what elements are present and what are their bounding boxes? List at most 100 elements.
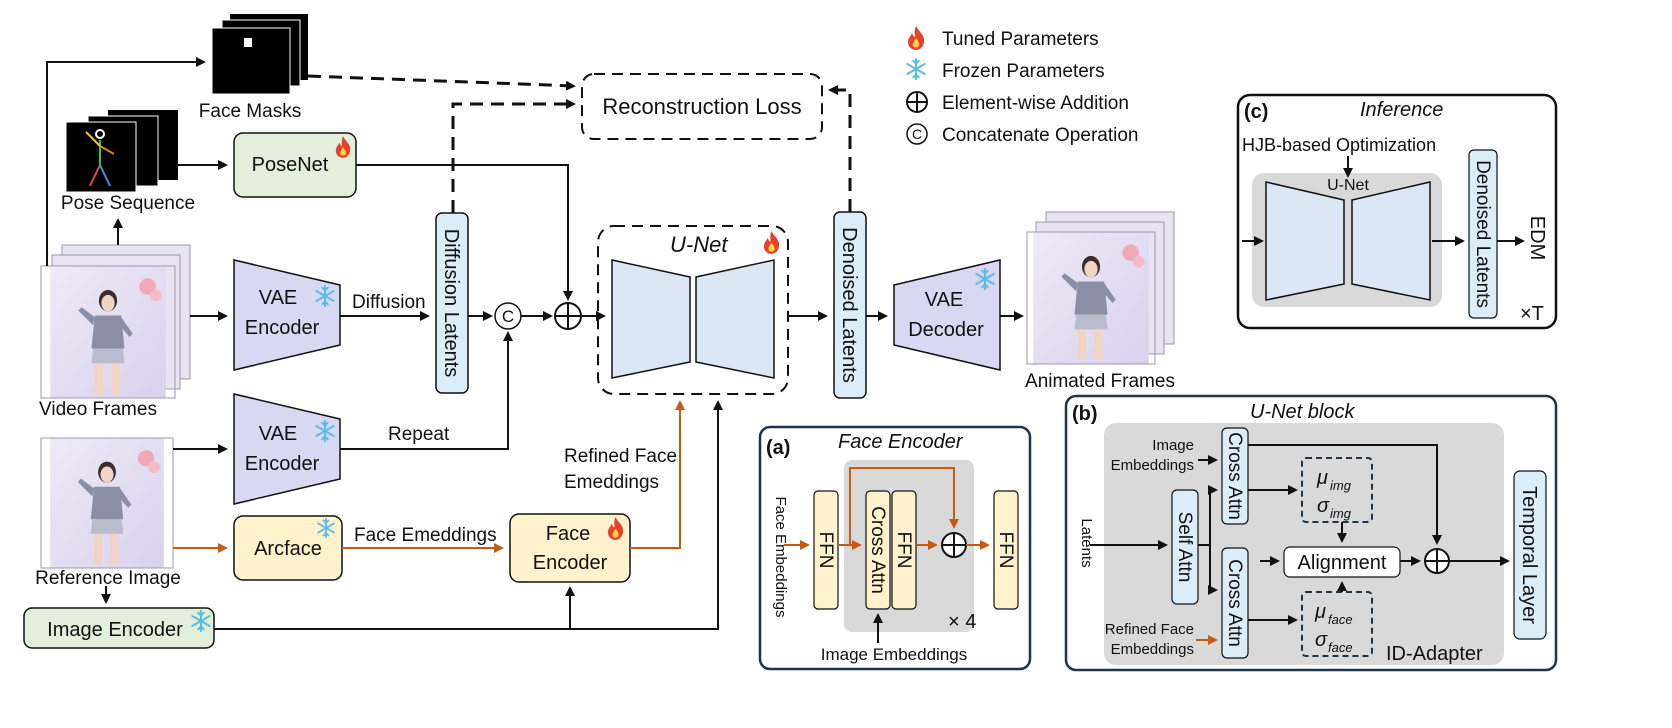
face-encoder-block: Face Encoder <box>509 513 631 583</box>
face-emeddings-label: Face Emeddings <box>354 525 497 546</box>
svg-text:FFN: FFN <box>893 532 914 569</box>
cross-attn-face <box>1221 547 1249 659</box>
svg-text:Cross Attn: Cross Attn <box>867 506 888 594</box>
svg-text:Temporal Layer: Temporal Layer <box>1518 486 1540 624</box>
svg-text:VAE: VAE <box>925 289 964 311</box>
svg-text:Latents: Latents <box>1078 518 1095 567</box>
svg-text:Diffusion Latents: Diffusion Latents <box>440 229 462 378</box>
snowflake-icon <box>906 58 926 80</box>
face-embeddings-input-label: Face Embeddings <box>772 497 789 618</box>
legend: Tuned Parameters Frozen Parameters Eleme… <box>906 26 1138 146</box>
vae-encoder-video: VAE Encoder <box>233 259 341 371</box>
denoised-latents-c <box>1468 149 1498 319</box>
animated-frames-stack <box>1026 211 1175 365</box>
svg-text:U-Net block: U-Net block <box>1250 401 1355 423</box>
svg-text:HJB-based Optimization: HJB-based Optimization <box>1242 135 1436 155</box>
svg-text:Encoder: Encoder <box>245 453 320 475</box>
svg-text:Encoder: Encoder <box>533 552 608 574</box>
svg-text:C: C <box>912 126 922 142</box>
svg-text:PoseNet: PoseNet <box>252 154 329 176</box>
svg-text:FFN: FFN <box>995 532 1016 569</box>
add-node <box>554 302 582 330</box>
add-node-b <box>1424 548 1450 574</box>
temporal-layer <box>1513 470 1547 640</box>
legend-concat: Concatenate Operation <box>942 125 1138 146</box>
svg-text:Alignment: Alignment <box>1298 552 1387 574</box>
svg-text:EDM: EDM <box>1526 216 1548 260</box>
animated-frames-label: Animated Frames <box>1025 371 1175 392</box>
svg-text:Self Attn: Self Attn <box>1174 512 1195 583</box>
svg-text:U-Net: U-Net <box>1327 177 1369 194</box>
svg-text:U-Net: U-Net <box>670 232 728 257</box>
video-frames-stack <box>40 244 191 399</box>
reference-image-label: Reference Image <box>35 568 181 589</box>
face-masks-stack <box>211 14 308 95</box>
vae-encoder-reference: VAE Encoder <box>233 393 341 505</box>
face-masks-label: Face Masks <box>199 101 301 122</box>
repeat-edge-label: Repeat <box>388 424 450 445</box>
panel-c-inference: (c) Inference HJB-based Optimization U-N… <box>1236 93 1558 330</box>
svg-text:× 4: × 4 <box>948 611 976 633</box>
svg-text:Image: Image <box>1152 437 1194 454</box>
svg-text:C: C <box>502 307 514 326</box>
pose-sequence-label: Pose Sequence <box>61 193 195 214</box>
svg-text:face: face <box>1328 640 1353 655</box>
legend-tuned: Tuned Parameters <box>942 29 1099 50</box>
svg-text:Image Encoder: Image Encoder <box>47 619 183 641</box>
unet-main: U-Net <box>597 225 789 395</box>
posenet-block: PoseNet <box>233 132 357 198</box>
ffn-1 <box>813 490 839 610</box>
image-encoder-block: Image Encoder <box>23 607 215 649</box>
svg-text:img: img <box>1330 478 1352 493</box>
svg-text:Decoder: Decoder <box>908 319 984 341</box>
ffn-2 <box>891 490 917 610</box>
svg-text:Arcface: Arcface <box>254 538 322 560</box>
legend-frozen: Frozen Parameters <box>942 61 1105 82</box>
cross-attn-a <box>865 490 891 610</box>
svg-text:σ: σ <box>1315 629 1328 651</box>
svg-text:Image Embeddings: Image Embeddings <box>821 645 967 664</box>
stats-face: μ face σ face <box>1301 591 1373 657</box>
refined-face-label-2: Emeddings <box>564 472 659 493</box>
svg-text:×T: ×T <box>1520 303 1544 325</box>
denoised-latents-block: Denoised Latents <box>833 211 867 399</box>
svg-text:Embeddings: Embeddings <box>1111 457 1194 474</box>
svg-text:Cross Attn: Cross Attn <box>1224 432 1245 520</box>
svg-text:Face Encoder: Face Encoder <box>838 431 964 453</box>
svg-text:FFN: FFN <box>815 532 836 569</box>
flame-icon <box>908 26 925 50</box>
svg-text:img: img <box>1330 506 1352 521</box>
svg-text:VAE: VAE <box>259 423 298 445</box>
svg-text:μ: μ <box>1316 467 1328 489</box>
self-attn <box>1171 489 1199 605</box>
concat-node: C <box>494 302 522 330</box>
pose-sequence-stack <box>65 110 178 193</box>
concat-icon <box>906 123 928 145</box>
svg-text:Reconstruction Loss: Reconstruction Loss <box>602 94 801 119</box>
svg-text:Denoised Latents: Denoised Latents <box>1472 160 1493 308</box>
arcface-block: Arcface <box>233 515 343 581</box>
vae-decoder: VAE Decoder <box>893 259 1001 371</box>
svg-text:μ: μ <box>1314 601 1326 623</box>
diffusion-latents-block: Diffusion Latents <box>435 212 469 394</box>
video-frames-label: Video Frames <box>39 399 157 420</box>
svg-text:Embeddings: Embeddings <box>1111 641 1194 658</box>
panel-b-unet-block: (b) U-Net block Image Embeddings Latents… <box>1064 394 1558 672</box>
svg-text:σ: σ <box>1317 495 1330 517</box>
panel-a-face-encoder: (a) Face Encoder Face Embeddings FFN Cro… <box>758 425 1032 671</box>
svg-text:(a): (a) <box>766 437 790 459</box>
svg-text:(b): (b) <box>1072 403 1098 425</box>
diffusion-edge-label: Diffusion <box>352 292 426 313</box>
svg-text:face: face <box>1328 612 1353 627</box>
stats-img: μ img σ img <box>1301 457 1373 523</box>
ffn-3 <box>993 490 1019 610</box>
add-node-a <box>941 532 967 558</box>
svg-text:Inference: Inference <box>1360 99 1443 121</box>
svg-text:Refined Face: Refined Face <box>1105 621 1194 638</box>
refined-face-label: Refined Face <box>564 446 677 467</box>
reconstruction-loss-block: Reconstruction Loss <box>581 73 823 140</box>
svg-text:VAE: VAE <box>259 287 298 309</box>
add-icon <box>906 91 928 113</box>
legend-add: Element-wise Addition <box>942 93 1129 114</box>
